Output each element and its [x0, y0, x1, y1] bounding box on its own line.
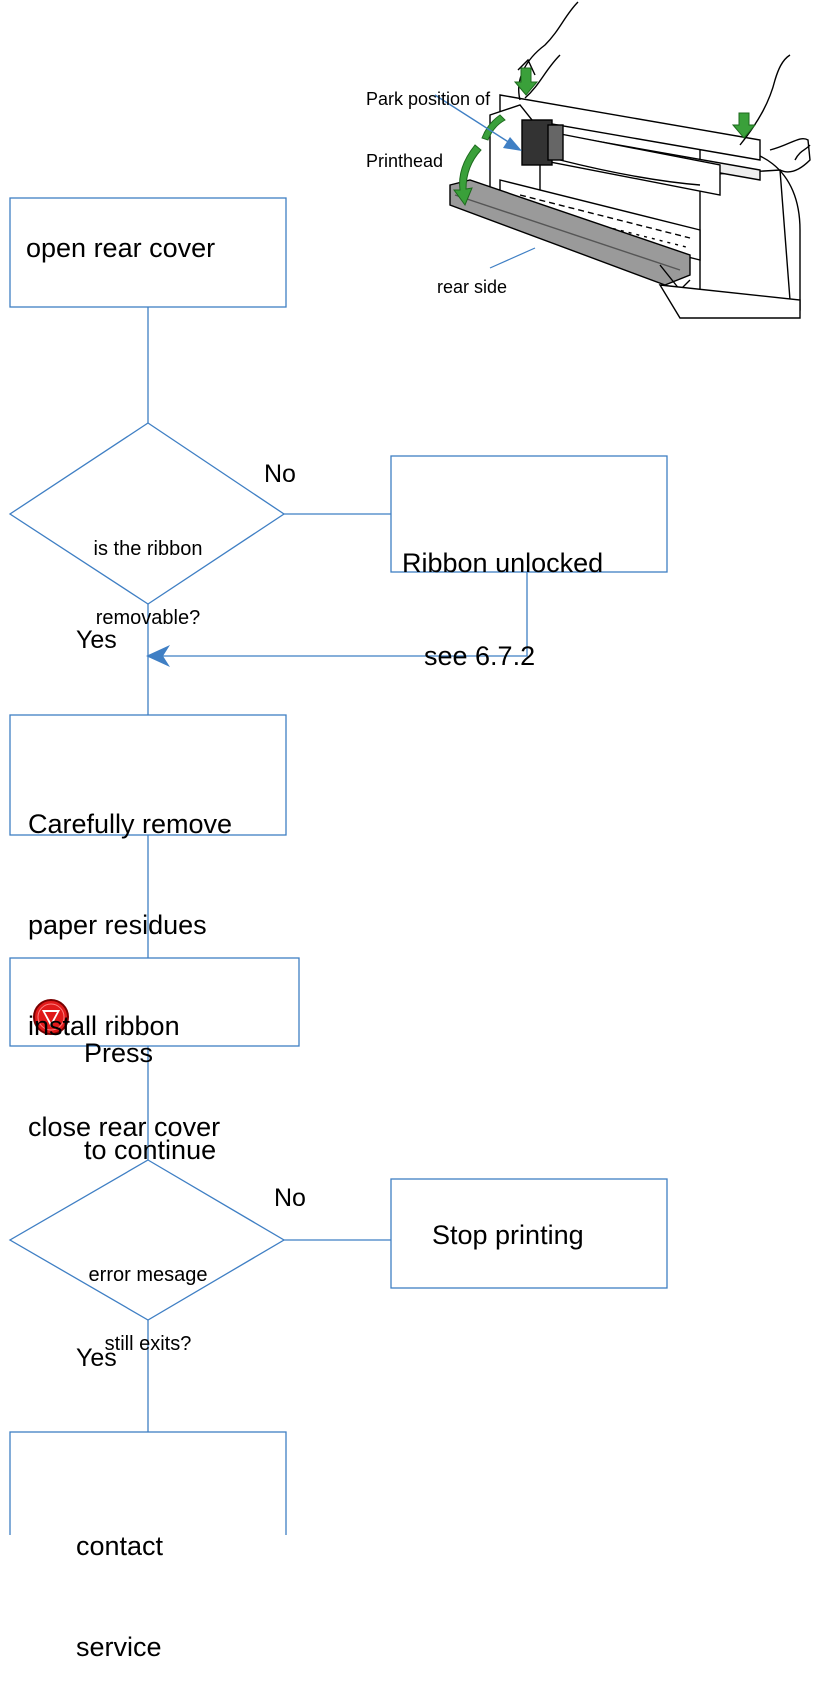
press-line1: Press [84, 1037, 154, 1068]
rear-side-pointer-line [489, 247, 536, 269]
curved-arrow-icon [481, 114, 506, 141]
remove-residues-text: Carefully remove paper residues install … [28, 740, 232, 1179]
decision-error-exists [8, 1159, 286, 1321]
down-arrow-icon [731, 112, 757, 139]
stop-printing-text: Stop printing [432, 1220, 584, 1250]
step-open-rear-cover: open rear cover [26, 233, 216, 263]
press-continue-text: Press to continue [84, 972, 216, 1199]
contact-line2: service [76, 1631, 162, 1662]
ribbon-unlocked-text: Ribbon unlocked see 6.7.2 [402, 486, 603, 703]
pointer-arrowhead-icon [503, 137, 522, 151]
yes-label-1: Yes [76, 626, 117, 654]
park-position-label: Park position of Printhead [366, 48, 490, 193]
rear-side-label: rear side [437, 277, 508, 297]
park-label-line2: Printhead [366, 151, 444, 172]
merge-arrowhead-icon [146, 645, 170, 667]
decision-ribbon-text: is the ribbon removable? [48, 492, 248, 653]
decision-error-line1: error mesage [88, 1264, 208, 1286]
box-open-rear-cover [9, 197, 287, 308]
flowchart-canvas [8, 1, 811, 1535]
remove-line4: close rear cover [28, 1112, 221, 1143]
flow-connectors [147, 307, 528, 1432]
decision-ribbon-line1: is the ribbon [93, 538, 203, 560]
decision-error-line2: still exits? [104, 1333, 192, 1355]
box-remove-residues [9, 714, 287, 836]
park-label-line1: Park position of [366, 89, 491, 110]
decision-error-text: error mesage still exits? [48, 1218, 248, 1379]
green-arrows [453, 67, 757, 207]
box-ribbon-unlocked [390, 455, 668, 573]
no-label-1: No [264, 460, 296, 488]
down-arrow-icon [513, 67, 539, 96]
box-contact-service [9, 1431, 287, 1535]
decision-ribbon-line2: removable? [95, 607, 201, 629]
remove-line3: install ribbon [28, 1011, 180, 1041]
no-label-2: No [274, 1184, 306, 1212]
park-pointer-line [434, 94, 511, 144]
press-line2: to continue [84, 1134, 217, 1165]
yes-label-2: Yes [76, 1344, 117, 1372]
decision-ribbon-removable [8, 422, 286, 605]
red-down-triangle-button-icon [33, 999, 69, 1035]
ribbon-unlocked-line2: see 6.7.2 [424, 641, 536, 672]
remove-line1: Carefully remove [28, 808, 233, 839]
printer-illustration [449, 1, 811, 319]
box-stop-printing [390, 1178, 668, 1289]
ribbon-unlocked-line1: Ribbon unlocked [402, 548, 604, 579]
remove-line2: paper residues [28, 909, 207, 940]
curved-arrow-icon [453, 144, 482, 207]
contact-service-text: contact service [76, 1462, 163, 1698]
